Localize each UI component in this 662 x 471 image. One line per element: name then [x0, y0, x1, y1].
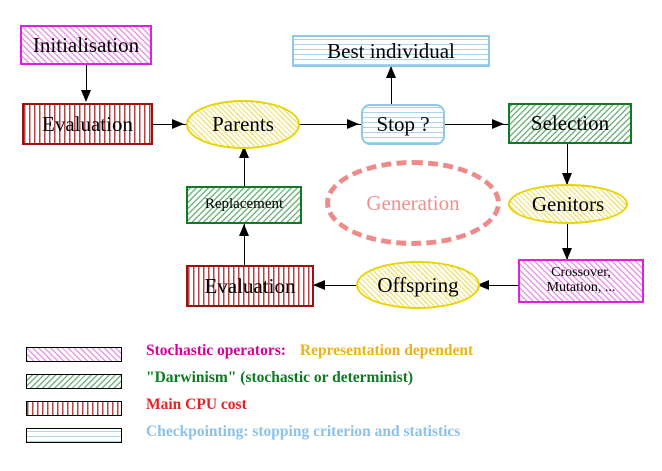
node-crossover-label-line2: Mutation, ... — [546, 280, 616, 295]
legend-swatch-green-diagonal — [26, 374, 122, 389]
edge-stop-to-best-individual — [391, 66, 393, 104]
node-genitors[interactable]: Genitors — [508, 184, 628, 224]
legend-row-darwinism: "Darwinism" (stochastic or determinist) — [26, 369, 646, 393]
node-initialisation-label: Initialisation — [32, 32, 140, 57]
arrowhead-crossover-to-offspring — [477, 279, 489, 290]
node-stop[interactable]: Stop ? — [361, 104, 445, 145]
node-evaluation-top-label: Evaluation — [42, 111, 133, 136]
generation-boundary-ellipse — [325, 160, 501, 246]
edge-crossover-to-offspring — [479, 285, 519, 287]
arrowhead-stop-to-best-individual — [385, 66, 396, 78]
edge-stop-to-selection — [445, 124, 509, 126]
node-replacement-label: Replacement — [204, 196, 284, 213]
node-selection-label: Selection — [530, 111, 610, 136]
node-evaluation-bottom-label: Evaluation — [204, 273, 296, 298]
node-best-individual[interactable]: Best individual — [292, 35, 490, 67]
edge-offspring-to-evaluation — [314, 285, 356, 287]
node-offspring-label: Offspring — [377, 272, 459, 297]
node-parents[interactable]: Parents — [186, 100, 300, 149]
node-evaluation-bottom[interactable]: Evaluation — [186, 265, 314, 307]
edge-parents-to-stop — [300, 124, 362, 126]
node-stop-label: Stop ? — [376, 112, 430, 137]
arrowhead-evaluation-to-parents — [172, 118, 184, 129]
node-selection[interactable]: Selection — [508, 103, 632, 144]
node-genitors-label: Genitors — [531, 191, 605, 216]
legend-text-stochastic: Stochastic operators: Representation depe… — [146, 342, 473, 360]
node-offspring[interactable]: Offspring — [356, 261, 480, 309]
legend: Stochastic operators: Representation depe… — [0, 338, 662, 458]
arrowhead-initialisation-to-evaluation — [80, 90, 91, 102]
arrowhead-replacement-to-parents — [238, 146, 249, 158]
arrowhead-stop-to-selection — [492, 118, 504, 129]
arrowhead-parents-to-stop — [347, 118, 359, 129]
edge-selection-to-genitors — [567, 143, 569, 185]
edge-replacement-to-parents — [244, 146, 246, 188]
node-evaluation-top[interactable]: Evaluation — [22, 103, 153, 145]
generation-label: Generation — [366, 191, 460, 215]
edge-evaluation-bottom-to-replacement — [244, 224, 246, 266]
arrowhead-selection-to-genitors — [561, 173, 572, 185]
node-initialisation[interactable]: Initialisation — [20, 25, 152, 65]
legend-text-cpu-cost: Main CPU cost — [146, 396, 247, 413]
legend-text-darwinism: "Darwinism" (stochastic or determinist) — [146, 369, 414, 386]
legend-text-stochastic-operators: Stochastic operators: — [146, 342, 286, 359]
legend-text-checkpointing: Checkpointing: stopping criterion and st… — [146, 423, 461, 440]
node-best-individual-label: Best individual — [327, 38, 455, 63]
legend-text-representation-dependent: Representation dependent — [299, 342, 474, 359]
legend-swatch-magenta-diagonal — [26, 347, 122, 362]
arrowhead-offspring-to-evaluation — [313, 279, 325, 290]
legend-row-cpu-cost: Main CPU cost — [26, 396, 646, 420]
arrowhead-genitors-to-crossover — [561, 248, 572, 260]
legend-row-stochastic: Stochastic operators: Representation depe… — [26, 342, 646, 366]
legend-swatch-blue-horizontal — [26, 428, 122, 443]
legend-row-checkpointing: Checkpointing: stopping criterion and st… — [26, 423, 646, 447]
arrowhead-evaluation-bottom-to-replacement — [238, 224, 249, 236]
node-parents-label: Parents — [212, 112, 274, 137]
legend-swatch-red-vertical — [26, 401, 122, 416]
edge-evaluation-to-parents — [153, 124, 187, 126]
edge-genitors-to-crossover — [567, 222, 569, 260]
node-crossover-label-line1: Crossover, — [551, 265, 611, 281]
node-crossover-mutation[interactable]: Crossover, Mutation, ... — [518, 259, 644, 303]
node-replacement[interactable]: Replacement — [186, 186, 302, 224]
edge-initialisation-to-evaluation — [86, 64, 88, 96]
